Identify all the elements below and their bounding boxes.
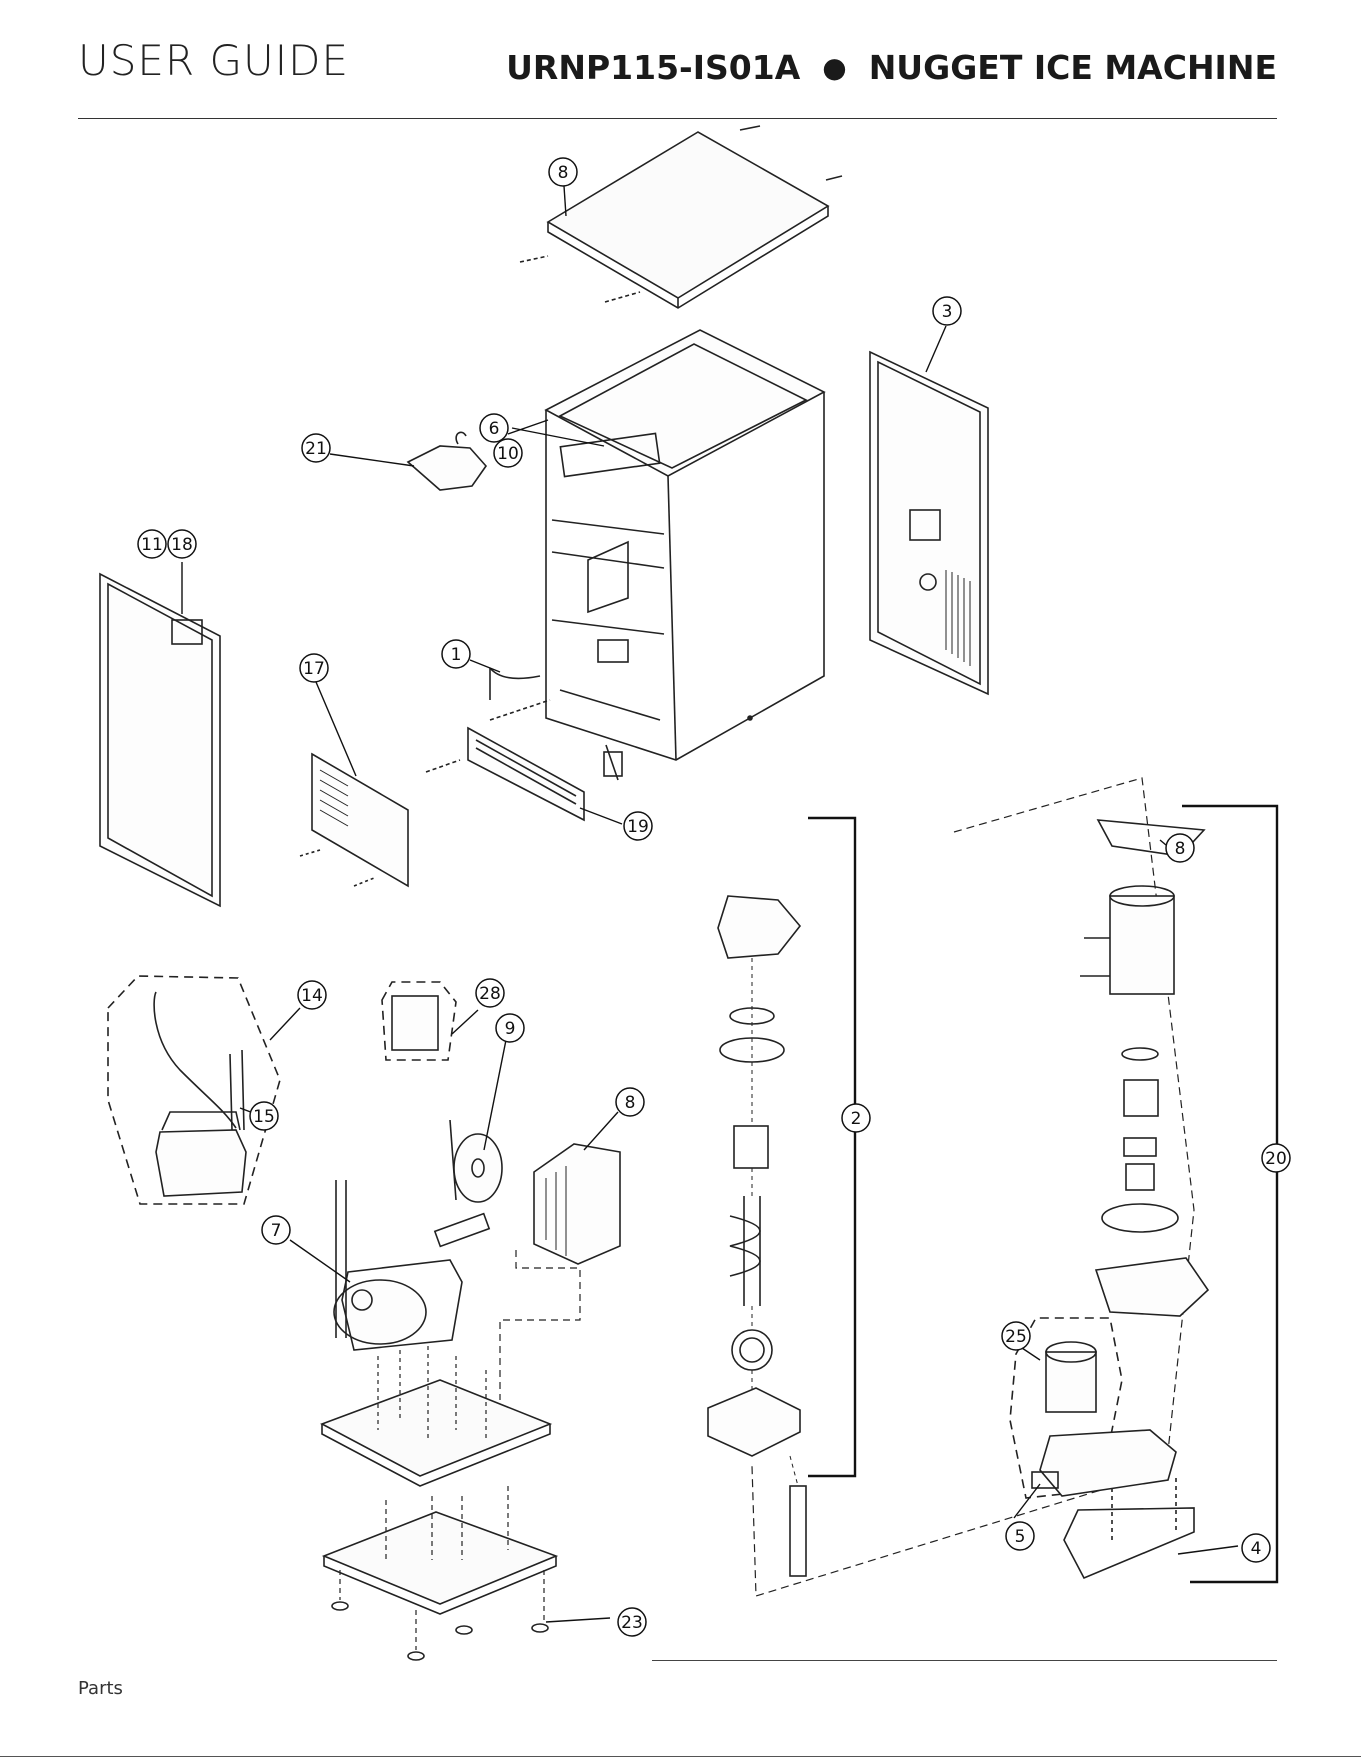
callout-15: 15: [250, 1102, 278, 1130]
svg-text:10: 10: [497, 444, 519, 464]
callout-2: 2: [842, 1104, 870, 1132]
callout-5: 5: [1006, 1522, 1034, 1550]
callout-9: 9: [496, 1014, 524, 1042]
svg-text:8: 8: [558, 163, 569, 183]
svg-text:18: 18: [171, 535, 193, 555]
svg-text:4: 4: [1251, 1539, 1262, 1559]
callout-8-right: 8: [1166, 834, 1194, 862]
svg-text:17: 17: [303, 659, 325, 679]
svg-text:19: 19: [627, 817, 649, 837]
svg-text:8: 8: [1175, 839, 1186, 859]
svg-text:28: 28: [479, 984, 501, 1004]
svg-text:6: 6: [489, 419, 500, 439]
footer-rule: [652, 1660, 1277, 1661]
callout-3: 3: [933, 297, 961, 325]
callout-21: 21: [302, 434, 330, 462]
callout-1: 1: [442, 640, 470, 668]
svg-text:5: 5: [1015, 1527, 1026, 1547]
callout-17: 17: [300, 654, 328, 682]
leveling-legs: [332, 1602, 548, 1660]
svg-text:3: 3: [942, 302, 953, 322]
callout-19: 19: [624, 812, 652, 840]
callout-20: 20: [1262, 1144, 1290, 1172]
diagram-artwork: [100, 126, 1208, 1660]
section-label: Parts: [78, 1678, 123, 1699]
svg-text:9: 9: [505, 1019, 516, 1039]
callout-25: 25: [1002, 1322, 1030, 1350]
svg-text:20: 20: [1265, 1149, 1287, 1169]
svg-text:11: 11: [141, 535, 163, 555]
svg-text:14: 14: [301, 986, 323, 1006]
page-bottom-rule: [0, 1756, 1361, 1757]
svg-text:15: 15: [253, 1107, 275, 1127]
svg-text:8: 8: [625, 1093, 636, 1113]
svg-text:23: 23: [621, 1613, 643, 1633]
callout-4: 4: [1242, 1534, 1270, 1562]
svg-text:25: 25: [1005, 1327, 1027, 1347]
svg-text:7: 7: [271, 1221, 282, 1241]
svg-text:21: 21: [305, 439, 327, 459]
callout-28: 28: [476, 979, 504, 1007]
bracket-assembly-2: [808, 818, 855, 1476]
svg-text:2: 2: [851, 1109, 862, 1129]
callout-10: 10: [494, 439, 522, 467]
bracket-assembly-20: [1182, 806, 1277, 1582]
callout-23: 23: [618, 1608, 646, 1636]
callout-14: 14: [298, 981, 326, 1009]
callout-6: 6: [480, 414, 508, 442]
callout-18: 18: [168, 530, 196, 558]
svg-text:1: 1: [451, 645, 462, 665]
callout-8-condenser: 8: [616, 1088, 644, 1116]
callout-7: 7: [262, 1216, 290, 1244]
callout-11: 11: [138, 530, 166, 558]
callout-8-lid: 8: [549, 158, 577, 186]
